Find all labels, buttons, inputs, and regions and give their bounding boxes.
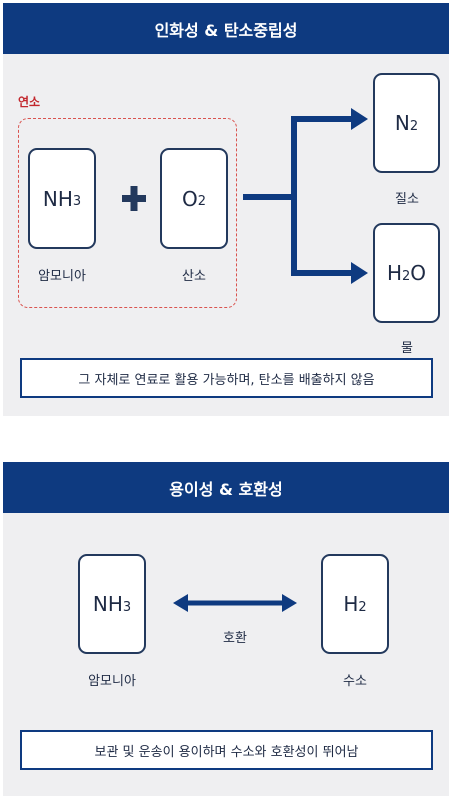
section1-title: 인화성 & 탄소중립성 <box>154 20 298 40</box>
water-symbol-h: H <box>386 261 402 285</box>
section2-summary: 보관 및 운송이 용이하며 수소와 호환성이 뛰어남 <box>20 730 433 770</box>
ammonia-subscript: 3 <box>72 194 82 209</box>
hydrogen-label: 수소 <box>343 674 367 689</box>
section1-header: 인화성 & 탄소중립성 <box>3 3 449 54</box>
hydrogen-symbol: H <box>343 592 359 616</box>
nitrogen-label: 질소 <box>395 192 419 207</box>
branch-arrow-icon <box>243 116 353 276</box>
water-subscript: 2 <box>402 268 411 284</box>
section1-summary-text: 그 자체로 연료로 활용 가능하며, 탄소를 배출하지 않음 <box>78 372 375 388</box>
nitrogen-subscript: 2 <box>409 118 419 134</box>
water-label: 물 <box>401 341 413 356</box>
combustion-group-border <box>18 118 237 308</box>
exchange-label: 호환 <box>223 631 247 646</box>
oxygen-subscript: 2 <box>197 194 207 209</box>
arrow-head-down <box>351 262 368 284</box>
ammonia-symbol-2: NH <box>92 592 123 616</box>
section1-summary: 그 자체로 연료로 활용 가능하며, 탄소를 배출하지 않음 <box>20 358 433 398</box>
ammonia-label-2: 암모니아 <box>88 674 136 689</box>
section2-summary-text: 보관 및 운송이 용이하며 수소와 호환성이 뛰어남 <box>94 744 359 760</box>
water-symbol-o: O <box>410 261 427 285</box>
combustion-label: 연소 <box>18 95 41 109</box>
hydrogen-subscript: 2 <box>358 599 367 615</box>
double-arrow-icon <box>173 594 297 612</box>
reaction-arrows <box>122 108 368 284</box>
exchange-arrow <box>173 594 297 612</box>
ammonia-label: 암모니아 <box>38 269 86 284</box>
section2-header: 용이성 & 호환성 <box>3 462 449 513</box>
oxygen-label: 산소 <box>182 269 206 284</box>
oxygen-symbol: O <box>181 186 198 211</box>
arrow-head-up <box>351 108 368 130</box>
nitrogen-symbol: N <box>394 111 410 135</box>
ammonia-symbol: NH <box>42 186 73 211</box>
plus-icon <box>122 186 146 211</box>
section2-title: 용이성 & 호환성 <box>169 479 283 499</box>
ammonia-subscript-2: 3 <box>122 599 132 615</box>
